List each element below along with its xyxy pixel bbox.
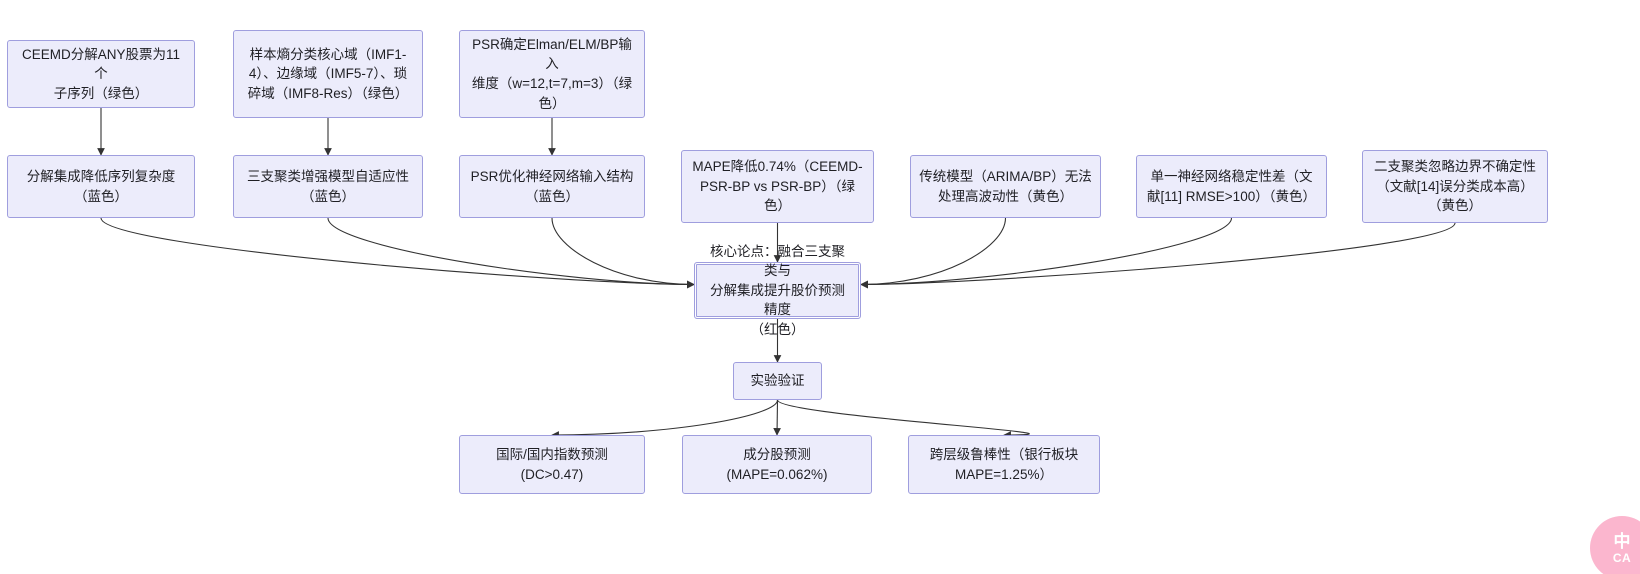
edge-exp-to-r3 (776, 399, 1030, 439)
watermark-sub-text: CA (1612, 550, 1632, 565)
node-psr-input-dimension[interactable]: PSR确定Elman/ELM/BP输入 维度（w=12,t=7,m=3）（绿 色… (459, 30, 645, 118)
watermark-main-text: 中 (1613, 531, 1631, 551)
node-label: 分解集成降低序列复杂度 （蓝色） (26, 168, 176, 204)
node-label: 单一神经网络稳定性差（文 献[11] RMSE>100）（黄色） (1147, 168, 1316, 204)
node-decomposition-reduces-complexity[interactable]: 分解集成降低序列复杂度 （蓝色） (7, 155, 195, 218)
edge-n8-to-core (860, 217, 1007, 289)
watermark-badge: 中 CA (1590, 516, 1640, 574)
node-index-prediction-result[interactable]: 国际/国内指数预测 (DC>0.47) (459, 435, 645, 494)
node-label: MAPE降低0.74%（CEEMD- PSR-BP vs PSR-BP）（绿 色… (692, 159, 863, 214)
node-core-thesis[interactable]: 核心论点：融合三支聚类与 分解集成提升股价预测精度 （红色） (694, 244, 861, 337)
node-label: CEEMD分解ANY股票为11个 子序列（绿色） (21, 46, 181, 101)
node-label: PSR确定Elman/ELM/BP输入 维度（w=12,t=7,m=3）（绿 色… (471, 36, 633, 111)
node-single-network-instability[interactable]: 单一神经网络稳定性差（文 献[11] RMSE>100）（黄色） (1136, 155, 1327, 218)
node-psr-optimizes-network-structure[interactable]: PSR优化神经网络输入结构 （蓝色） (459, 155, 645, 218)
node-mape-reduction[interactable]: MAPE降低0.74%（CEEMD- PSR-BP vs PSR-BP）（绿 色… (681, 150, 874, 223)
node-three-way-clustering-adaptivity[interactable]: 三支聚类增强模型自适应性 （蓝色） (233, 155, 423, 218)
edge-n6-to-core (551, 217, 695, 289)
edge-n5-to-core (327, 217, 695, 289)
edge-exp-to-r2 (773, 399, 781, 436)
node-label: 二支聚类忽略边界不确定性 （文献[14]误分类成本高） （黄色） (1374, 159, 1536, 214)
edge-exp-to-r1 (551, 399, 779, 439)
edge-n9-to-core (860, 217, 1233, 289)
node-label: 实验验证 (750, 373, 805, 389)
node-cross-level-robustness-result[interactable]: 跨层级鲁棒性（银行板块 MAPE=1.25%） (908, 435, 1100, 494)
node-label: 传统模型（ARIMA/BP）无法 处理高波动性（黄色） (919, 168, 1092, 204)
node-two-way-clustering-limitation[interactable]: 二支聚类忽略边界不确定性 （文献[14]误分类成本高） （黄色） (1362, 150, 1548, 223)
node-experimental-validation[interactable]: 实验验证 (733, 362, 822, 400)
node-sample-entropy-classification[interactable]: 样本熵分类核心域（IMF1- 4）、边缘域（IMF5-7）、琐 碎域（IMF8-… (233, 30, 423, 118)
node-label: 三支聚类增强模型自适应性 （蓝色） (247, 168, 409, 204)
node-label: 样本熵分类核心域（IMF1- 4）、边缘域（IMF5-7）、琐 碎域（IMF8-… (247, 46, 409, 101)
node-label: PSR优化神经网络输入结构 （蓝色） (470, 168, 634, 204)
node-label: 跨层级鲁棒性（银行板块 MAPE=1.25%） (929, 446, 1079, 482)
node-ceemd-decomposition[interactable]: CEEMD分解ANY股票为11个 子序列（绿色） (7, 40, 195, 108)
edge-n4-to-core (100, 217, 695, 289)
node-traditional-models-limitation[interactable]: 传统模型（ARIMA/BP）无法 处理高波动性（黄色） (910, 155, 1101, 218)
node-constituent-stock-result[interactable]: 成分股预测 (MAPE=0.062%) (682, 435, 872, 494)
edge-n10-to-core (860, 222, 1456, 289)
node-label: 国际/国内指数预测 (DC>0.47) (496, 446, 608, 482)
node-label: 成分股预测 (MAPE=0.062%) (726, 446, 828, 482)
node-label: 核心论点：融合三支聚类与 分解集成提升股价预测精度 （红色） (710, 243, 845, 337)
